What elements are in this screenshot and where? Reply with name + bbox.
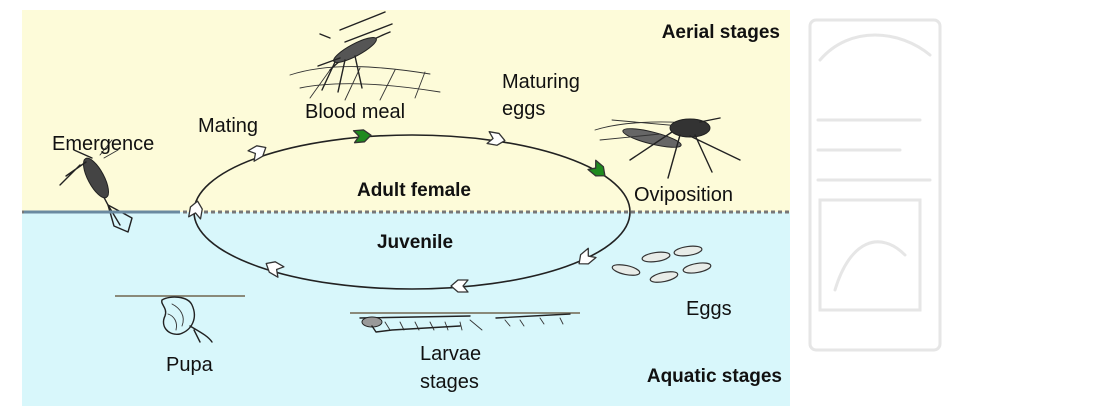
- eggs-label: Eggs: [686, 298, 732, 320]
- pupa-label: Pupa: [166, 354, 214, 376]
- larvae-stages-label-line2: stages: [420, 371, 479, 393]
- juvenile-label: Juvenile: [377, 232, 453, 253]
- mating-label: Mating: [198, 115, 258, 137]
- emergence-label: Emergence: [52, 133, 154, 155]
- larvae-stages-label-line1: Larvae: [420, 343, 481, 365]
- oviposition-label: Oviposition: [634, 184, 733, 206]
- blood-meal-label: Blood meal: [305, 101, 405, 123]
- maturing-eggs-label-line1: Maturing: [502, 71, 580, 93]
- maturing-eggs-label-line2: eggs: [502, 98, 545, 120]
- adult-female-label: Adult female: [357, 180, 471, 201]
- aerial-stages-label: Aerial stages: [662, 22, 780, 43]
- aquatic-stages-label: Aquatic stages: [647, 366, 782, 387]
